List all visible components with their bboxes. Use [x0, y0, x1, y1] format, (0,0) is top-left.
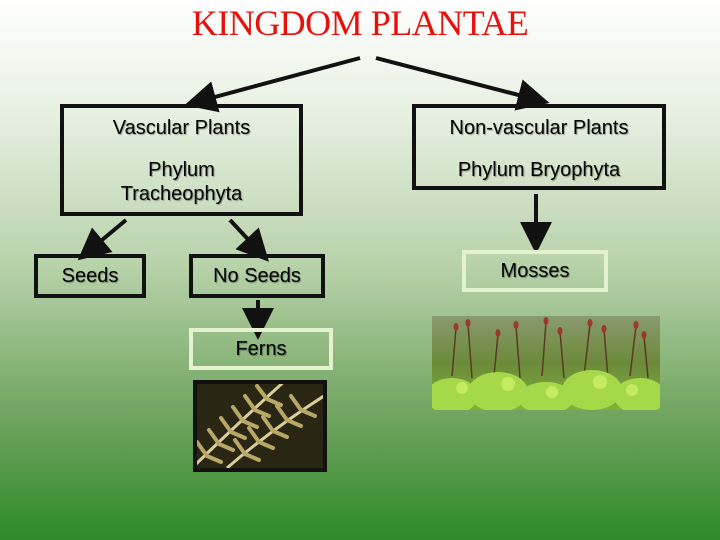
arrow-kingdom-to-nonvascular — [376, 58, 534, 99]
nonvascular-plants-label: Non-vascular Plants — [450, 116, 629, 140]
no-seeds-box: No Seeds — [189, 254, 325, 298]
arrow-vascular-to-seeds — [90, 220, 126, 250]
arrow-kingdom-to-vascular — [200, 58, 360, 101]
mosses-box: Mosses — [462, 250, 608, 292]
vascular-plants-box: Vascular Plants Phylum Tracheophyta — [60, 104, 303, 216]
phylum-label: Phylum — [148, 158, 215, 182]
bryophyta-label: Phylum Bryophyta — [458, 158, 620, 182]
moss-photo — [432, 316, 660, 410]
tracheophyta-label: Tracheophyta — [121, 182, 243, 206]
fern-photo — [193, 380, 327, 472]
ferns-label: Ferns — [235, 338, 286, 361]
ferns-box: Ferns — [189, 328, 333, 370]
arrow-vascular-to-noseeds — [230, 220, 258, 250]
vascular-plants-label: Vascular Plants — [113, 116, 250, 140]
seeds-label: Seeds — [62, 265, 119, 288]
seeds-box: Seeds — [34, 254, 146, 298]
no-seeds-label: No Seeds — [213, 265, 301, 288]
nonvascular-plants-box: Non-vascular Plants Phylum Bryophyta — [412, 104, 666, 190]
mosses-label: Mosses — [501, 260, 570, 283]
